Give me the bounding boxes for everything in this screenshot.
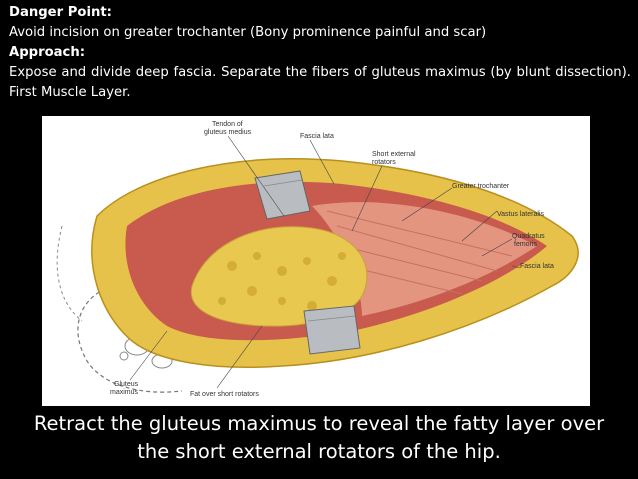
label-quadratus-1: Quadratus [512,233,545,240]
danger-point-heading: Danger Point: [9,5,112,20]
caption: Retract the gluteus maximus to reveal th… [0,410,638,466]
label-fascia-lata-top: Fascia lata [300,133,334,140]
outline-circle [119,351,129,361]
text-block: Danger Point: Avoid incision on greater … [9,3,631,103]
lower-retractor [303,305,361,355]
approach-text: Expose and divide deep fascia. Separate … [9,65,631,100]
approach-heading: Approach: [9,45,86,60]
outline-curve [77,285,183,393]
label-gluteus-1: Gluteus [114,381,139,388]
label-fascia-lata-right: Fascia lata [520,263,554,270]
danger-point-text: Avoid incision on greater trochanter (Bo… [9,25,487,40]
label-fat-over: Fat over short rotators [190,391,259,398]
caption-line-1: Retract the gluteus maximus to reveal th… [33,412,605,435]
leader-lines [129,135,521,389]
central-fat-pad [190,226,368,327]
surgical-illustration: Tendon of gluteus medius Fascia lata Sho… [42,116,590,406]
vastus-lateralis-region [312,202,537,316]
muscle-fibers [326,210,513,295]
label-ser-2: rotators [372,159,396,166]
upper-retractor [254,170,311,220]
fat-globules [218,252,346,311]
label-tendon-2: gluteus medius [204,129,252,136]
label-tendon-1: Tendon of [212,121,243,128]
label-greater-trochanter: Greater trochanter [452,183,510,190]
label-ser-1: Short external [372,151,416,158]
outline-curve-left [56,225,83,322]
illustration-svg: Tendon of gluteus medius Fascia lata Sho… [56,121,579,398]
label-gluteus-2: maximus [110,389,139,396]
label-vastus-lateralis: Vastus lateralis [497,211,544,218]
caption-line-2: the short external rotators of the hip. [137,440,501,463]
label-quadratus-2: femoris [514,241,537,248]
